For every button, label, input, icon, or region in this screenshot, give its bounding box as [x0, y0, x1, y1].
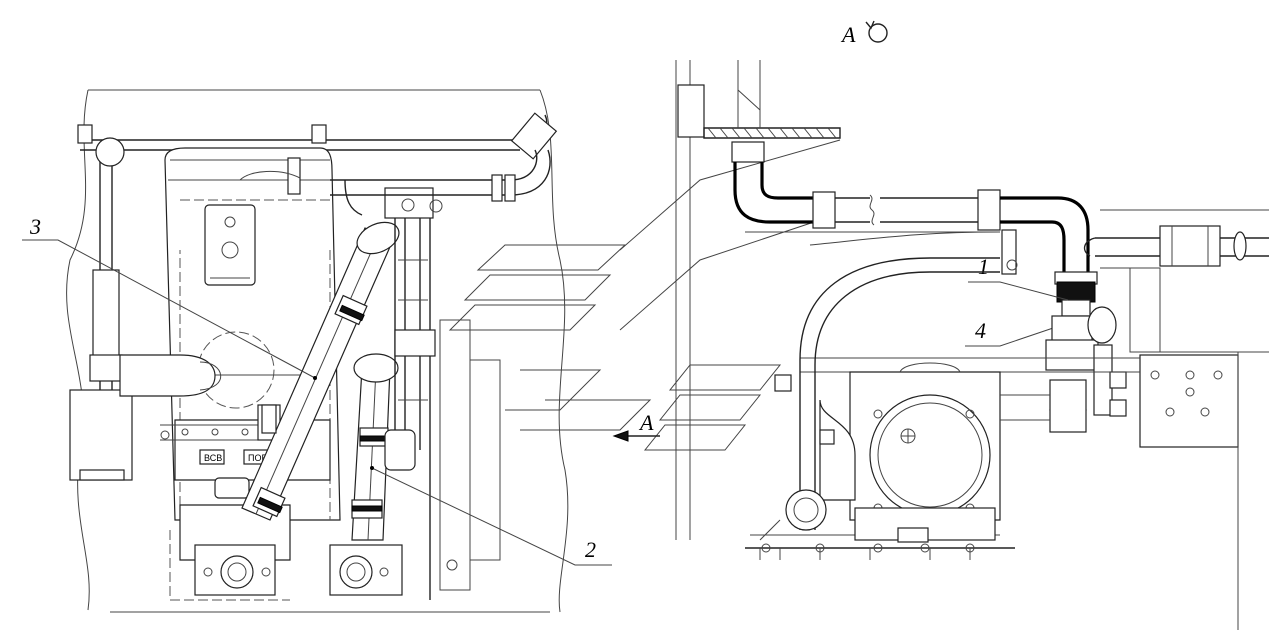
- callout-2-label: 2: [585, 537, 596, 562]
- view-title: А: [840, 20, 888, 47]
- callout-1: 1: [968, 254, 1069, 301]
- callout-3: 3: [22, 214, 317, 380]
- left-assembly: ВСВ ПОВ: [66, 89, 569, 613]
- callout-1-label: 1: [978, 254, 989, 279]
- callout-2: 2: [370, 466, 612, 566]
- right-assembly: 1 4: [675, 60, 1269, 630]
- view-arrow-label: А: [638, 410, 654, 435]
- plate-left: ВСВ: [204, 453, 222, 463]
- callout-4-label: 4: [975, 318, 986, 343]
- view-title-letter: А: [840, 22, 856, 47]
- callout-3-label: 3: [29, 214, 41, 239]
- view-arrow: А: [448, 139, 841, 451]
- plate-right: ПОВ: [248, 453, 267, 463]
- callout-4: 4: [965, 318, 1063, 347]
